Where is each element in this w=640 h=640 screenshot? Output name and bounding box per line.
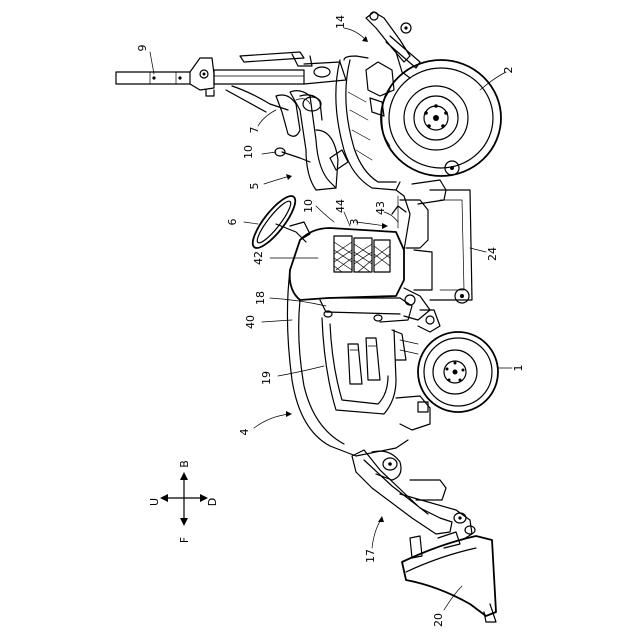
chassis: [392, 161, 472, 430]
label-42: 42: [252, 251, 265, 265]
label-4: 4: [238, 429, 251, 436]
direction-label-back: B: [178, 460, 191, 468]
label-40: 40: [244, 315, 257, 329]
label-6: 6: [226, 219, 239, 226]
label-43: 43: [374, 201, 387, 215]
label-19: 19: [260, 371, 273, 385]
label-1: 1: [512, 365, 525, 372]
label-3: 3: [348, 219, 361, 226]
seat: [276, 91, 338, 190]
steering-wheel: [246, 191, 310, 254]
loader-arm: [352, 450, 475, 540]
label-7: 7: [248, 127, 261, 134]
label-10b: 10: [302, 199, 315, 213]
grille: [334, 236, 390, 272]
label-24: 24: [486, 247, 499, 261]
label-9: 9: [136, 45, 149, 52]
label-14: 14: [334, 15, 347, 29]
rear-fender: [336, 56, 400, 190]
label-10a: 10: [242, 145, 255, 159]
direction-marker: B F U D: [148, 460, 219, 543]
front-wheel: [418, 332, 498, 412]
rops-frame: [116, 52, 346, 96]
rear-wheel: [381, 60, 501, 176]
label-44: 44: [334, 199, 347, 213]
direction-label-down: D: [206, 498, 219, 506]
hood: [287, 228, 412, 456]
label-17: 17: [364, 549, 377, 563]
bucket: [402, 532, 496, 622]
label-5: 5: [248, 183, 261, 190]
reference-labels: 9 14 2 7 10 5 6 10 44 3 43 42 18 40 19 4…: [136, 15, 525, 627]
direction-label-up: U: [148, 498, 161, 506]
label-20: 20: [432, 613, 445, 627]
label-18: 18: [254, 291, 267, 305]
direction-label-front: F: [178, 537, 191, 543]
label-2: 2: [502, 67, 515, 74]
